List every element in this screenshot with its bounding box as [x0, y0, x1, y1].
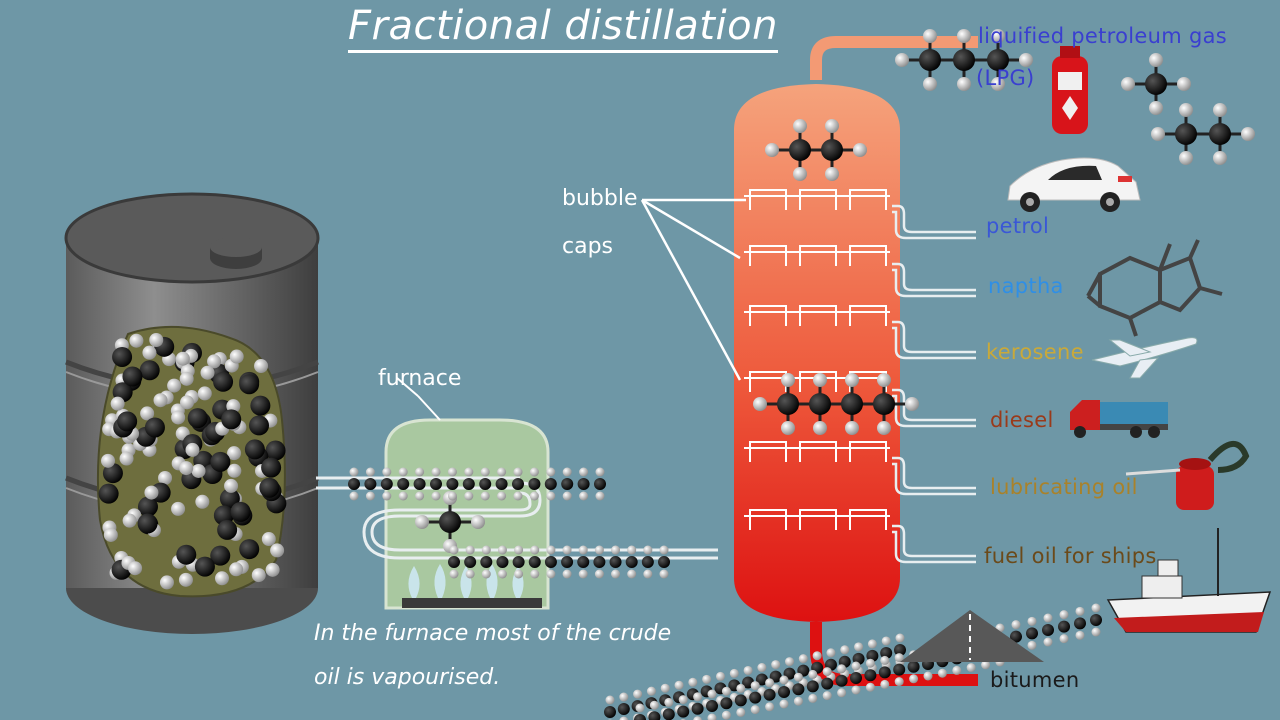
bubble-cap-trays: [744, 189, 890, 530]
gas-cylinder-icon: [1052, 46, 1088, 134]
product-kerosene: kerosene: [986, 340, 1084, 364]
bubble-caps-label-line1: bubble: [562, 186, 638, 211]
furnace-label: furnace: [378, 366, 462, 391]
product-bitumen: bitumen: [990, 668, 1080, 692]
oil-can-icon: [1125, 441, 1250, 510]
bubble-caps-pointers: [640, 198, 746, 381]
product-lpg-line1: liquified petroleum gas: [978, 24, 1228, 48]
flames: [408, 564, 524, 598]
product-outlets: [892, 204, 976, 564]
product-lpg-line2: (LPG): [976, 66, 1035, 90]
hydrocarbon-chains: [348, 467, 1102, 720]
crude-oil-molecules: [98, 333, 287, 590]
car-icon: [1007, 157, 1141, 212]
ship-icon: [1106, 528, 1272, 633]
truck-icon: [1070, 400, 1168, 438]
road-icon: [900, 610, 1044, 662]
lpg-pipe: [810, 36, 978, 80]
product-petrol: petrol: [986, 214, 1050, 238]
bubble-caps-label-line2: caps: [562, 234, 614, 259]
molecules-in-column: [415, 29, 1255, 553]
fractionating-column: [734, 84, 978, 686]
product-lubricating-oil: lubricating oil: [990, 475, 1138, 499]
product-diesel: diesel: [990, 408, 1054, 432]
page-title: Fractional distillation: [348, 4, 778, 53]
naptha-molecule-icon: [1086, 239, 1223, 337]
airplane-icon: [1091, 337, 1198, 379]
furnace-caption: In the furnace most of the crude oil is …: [314, 621, 672, 690]
product-fuel-oil: fuel oil for ships: [984, 544, 1157, 568]
product-naptha: naptha: [988, 274, 1064, 298]
oil-drum-icon: [64, 192, 320, 634]
